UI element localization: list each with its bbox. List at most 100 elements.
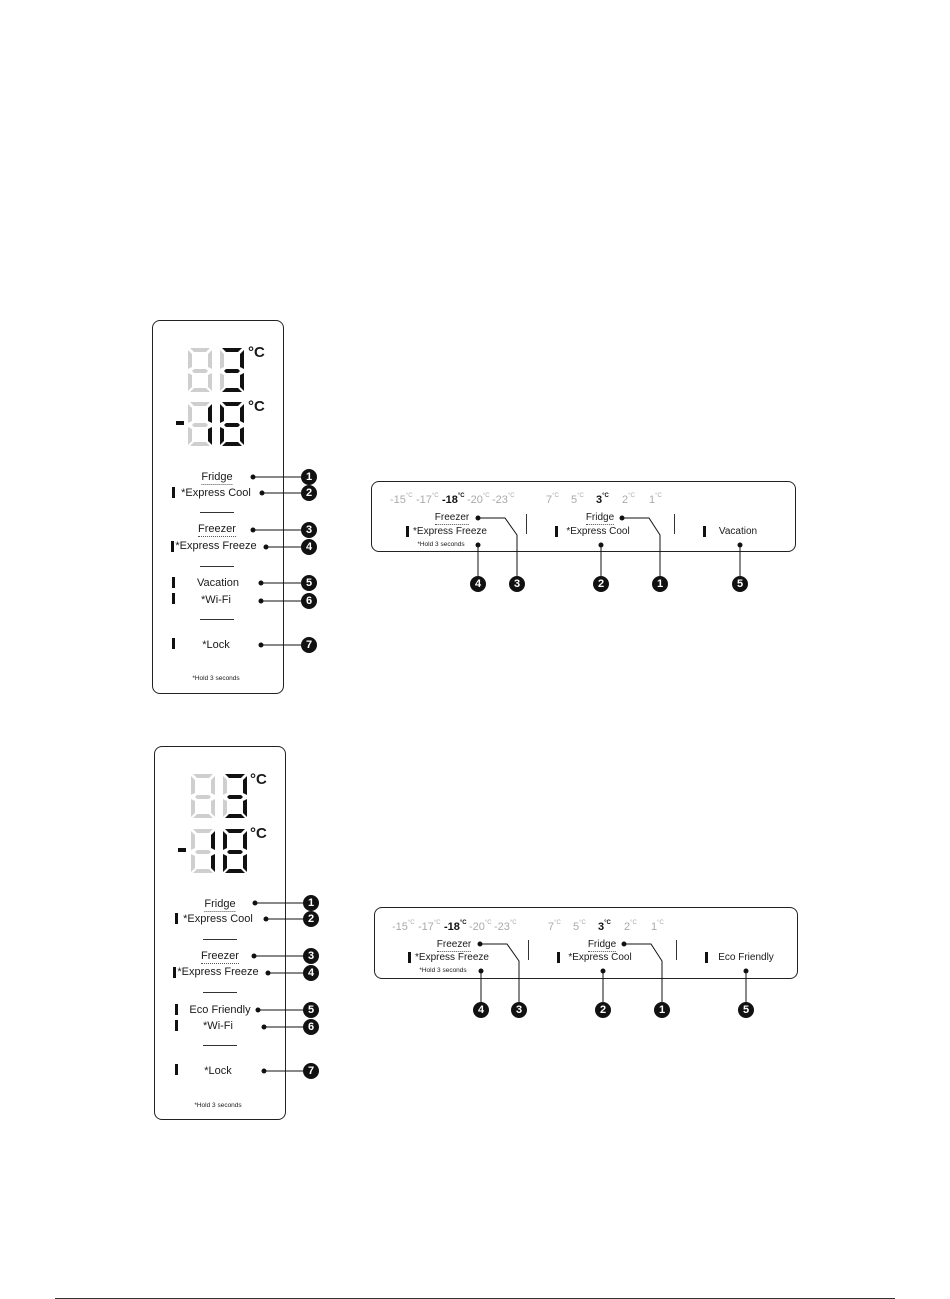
divider (200, 512, 234, 513)
freezer-temp-option: -15°C (390, 493, 413, 506)
callout-dot (477, 941, 483, 947)
fridge-temp-option: 2°C (622, 493, 635, 506)
vacation-label: Vacation (718, 526, 758, 537)
vacation-indicator (172, 577, 175, 588)
callout-badge-5: 5 (301, 575, 317, 591)
freezer-temp-option-selected: -18°C (442, 493, 465, 506)
callout-dot (598, 542, 604, 548)
callout-dot (621, 941, 627, 947)
freezer-unit-label: °C (248, 398, 265, 415)
fridge-temp-option-selected: 3°C (596, 493, 609, 506)
express-freeze-label: *Express Freeze (415, 952, 489, 963)
wifi-indicator (172, 593, 175, 604)
express-freeze-indicator (173, 967, 176, 978)
freezer-label: Freezer (198, 523, 236, 537)
lock-indicator (172, 638, 175, 649)
freezer-temp-option: -20°C (469, 920, 492, 933)
divider (203, 939, 237, 940)
hold-note: *Hold 3 seconds (194, 1102, 242, 1109)
divider (203, 1045, 237, 1046)
lock-label: *Lock (202, 639, 230, 651)
wifi-label: *Wi-Fi (201, 594, 231, 606)
freezer-temp-option: -20°C (467, 493, 490, 506)
vacation-label: Vacation (197, 577, 239, 589)
express-freeze-label: *Express Freeze (177, 966, 259, 978)
callout-dot (259, 490, 265, 496)
eco-friendly-indicator (705, 952, 708, 963)
callout-dot (263, 544, 269, 550)
freezer-temp-option: -17°C (418, 920, 441, 933)
freezer-temp-option: -17°C (416, 493, 439, 506)
callout-badge-1: 1 (301, 469, 317, 485)
callout-badge-6: 6 (303, 1019, 319, 1035)
horizontal-control-panel-2 (374, 907, 798, 979)
vertical-control-panel-2 (154, 746, 286, 1120)
freezer-label: Freezer (434, 512, 470, 525)
fridge-temp-option: 7°C (548, 920, 561, 933)
divider (203, 992, 237, 993)
express-cool-label: *Express Cool (566, 526, 630, 537)
freezer-temp-option: -23°C (492, 493, 515, 506)
express-freeze-label: *Express Freeze (413, 526, 487, 537)
callout-badge-2: 2 (303, 911, 319, 927)
callout-badge-1: 1 (303, 895, 319, 911)
callout-dot (258, 598, 264, 604)
fridge-label: Fridge (587, 939, 617, 952)
callout-dot (475, 542, 481, 548)
express-cool-indicator (557, 952, 560, 963)
callout-dot (261, 1068, 267, 1074)
fridge-label: Fridge (585, 512, 615, 525)
fridge-label: Fridge (204, 898, 236, 912)
callout-badge-5: 5 (738, 1002, 754, 1018)
fridge-temp-option: 1°C (651, 920, 664, 933)
freezer-unit-label: °C (250, 825, 267, 842)
callout-badge-2: 2 (593, 576, 609, 592)
fridge-unit-label: °C (250, 771, 267, 788)
fridge-temp-option-selected: 3°C (598, 920, 611, 933)
callout-badge-3: 3 (509, 576, 525, 592)
wifi-indicator (175, 1020, 178, 1031)
eco-friendly-label: Eco Friendly (718, 952, 774, 963)
express-cool-label: *Express Cool (181, 487, 251, 499)
callout-dot (600, 968, 606, 974)
callout-badge-3: 3 (303, 948, 319, 964)
callout-badge-2: 2 (595, 1002, 611, 1018)
express-cool-label: *Express Cool (568, 952, 632, 963)
lock-indicator (175, 1064, 178, 1075)
horizontal-control-panel-1 (371, 481, 796, 552)
callout-badge-1: 1 (652, 576, 668, 592)
callout-dot (250, 527, 256, 533)
freezer-temp-display-2 (191, 829, 247, 873)
freezer-temp-display-1 (188, 402, 244, 446)
hold-note: *Hold 3 seconds (417, 541, 465, 548)
divider (676, 940, 677, 960)
freezer-temp-option-selected: -18°C (444, 920, 467, 933)
callout-dot (265, 970, 271, 976)
eco-friendly-indicator (175, 1004, 178, 1015)
express-freeze-indicator (408, 952, 411, 963)
callout-dot (737, 542, 743, 548)
divider (200, 619, 234, 620)
wifi-label: *Wi-Fi (203, 1020, 233, 1032)
callout-dot (251, 953, 257, 959)
callout-badge-4: 4 (303, 965, 319, 981)
fridge-temp-display-1 (188, 348, 244, 392)
callout-badge-3: 3 (511, 1002, 527, 1018)
callout-dot (261, 1024, 267, 1030)
callout-dot (478, 968, 484, 974)
callout-badge-7: 7 (303, 1063, 319, 1079)
express-cool-label: *Express Cool (183, 913, 253, 925)
callout-badge-1: 1 (654, 1002, 670, 1018)
fridge-temp-option: 5°C (573, 920, 586, 933)
minus-sign (176, 421, 184, 425)
callout-dot (475, 515, 481, 521)
express-freeze-label: *Express Freeze (175, 540, 257, 552)
fridge-temp-option: 5°C (571, 493, 584, 506)
eco-friendly-label: Eco Friendly (189, 1004, 251, 1016)
vertical-control-panel-1 (152, 320, 284, 694)
freezer-temp-option: -15°C (392, 920, 415, 933)
hold-note: *Hold 3 seconds (192, 675, 240, 682)
fridge-temp-option: 2°C (624, 920, 637, 933)
